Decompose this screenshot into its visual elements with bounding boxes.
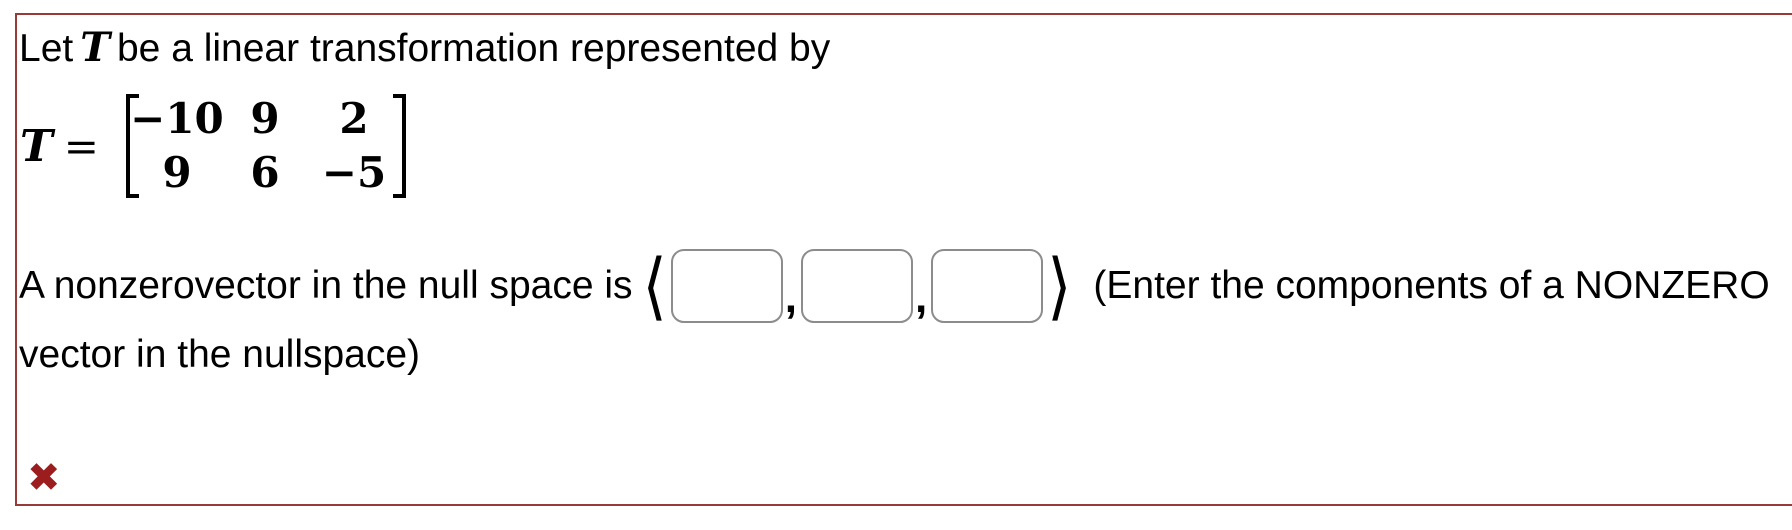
answer-note-line2: vector in the nullspace) [19, 333, 421, 376]
right-angle-bracket: ⟩ [1047, 242, 1072, 329]
matrix-symbol-T: T [20, 120, 53, 172]
answer-input-1[interactable] [670, 249, 783, 323]
comma-separator: , [914, 273, 928, 322]
matrix-cell: 6 [250, 148, 280, 197]
matrix-equation: T = −10 9 2 9 6 −5 [19, 90, 406, 202]
left-angle-bracket: ⟨ [642, 242, 667, 329]
matrix-cell: 9 [162, 148, 192, 197]
answer-note-line1: (Enter the components of a NONZERO [1093, 264, 1770, 307]
intro-text-suffix: be a linear transformation represented b… [116, 27, 831, 70]
equals-sign: = [63, 121, 99, 171]
answer-input-3[interactable] [931, 249, 1044, 323]
math-symbol-T: T [80, 24, 110, 71]
matrix-cell: 9 [250, 94, 280, 143]
intro-text-prefix: Let [19, 27, 74, 70]
answer-input-2[interactable] [800, 249, 913, 323]
matrix-values: −10 9 2 9 6 −5 [130, 94, 393, 198]
matrix-right-bracket-icon [392, 94, 406, 198]
matrix-cell: 2 [339, 94, 369, 143]
answer-prompt: A nonzerovector in the null space is [19, 264, 633, 307]
matrix-cell: −5 [321, 148, 387, 197]
matrix-left-bracket-icon [125, 94, 139, 198]
answer-row: A nonzerovector in the null space is ⟨ ,… [19, 248, 1770, 324]
incorrect-mark-icon: ✖ [27, 455, 61, 501]
matrix-cell: −10 [130, 94, 224, 143]
comma-separator: , [784, 273, 797, 322]
